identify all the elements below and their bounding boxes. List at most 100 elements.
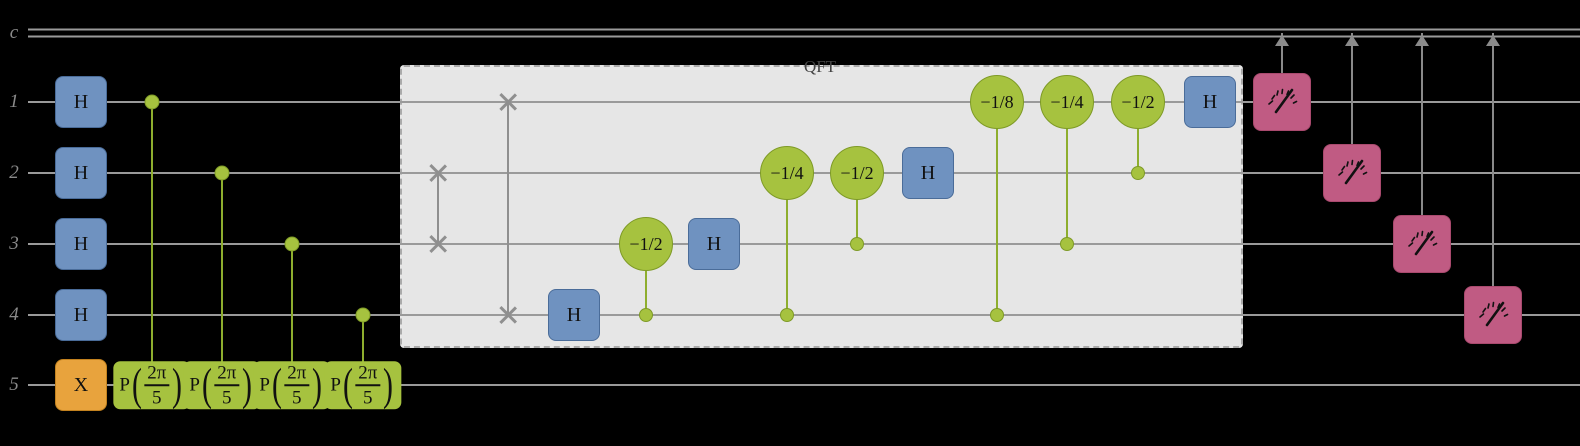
right-paren: ) bbox=[172, 358, 182, 410]
phase-control-dot[interactable] bbox=[284, 236, 300, 252]
measure-arrow-head bbox=[1415, 35, 1429, 46]
phase-control-dot[interactable] bbox=[214, 165, 230, 181]
hadamard-gate[interactable]: H bbox=[55, 218, 107, 270]
phase-control-line bbox=[291, 244, 293, 385]
left-paren: ( bbox=[131, 358, 142, 410]
right-paren: ) bbox=[312, 358, 322, 410]
fraction-bar bbox=[355, 384, 381, 386]
fraction-denominator: 5 bbox=[363, 386, 373, 408]
swap-connector bbox=[507, 102, 509, 315]
phase-gate-name: P bbox=[330, 374, 341, 395]
qft-phase-gate[interactable]: −1/8 bbox=[970, 75, 1024, 129]
qft-phase-gate[interactable]: −1/4 bbox=[1040, 75, 1094, 129]
qubit-wire-q5 bbox=[28, 384, 1580, 386]
phase-control-line bbox=[362, 315, 364, 385]
qft-phase-control-line bbox=[856, 173, 858, 244]
qft-phase-gate[interactable]: −1/4 bbox=[760, 146, 814, 200]
hadamard-gate[interactable]: H bbox=[688, 218, 740, 270]
measure-classical-line bbox=[1351, 33, 1353, 173]
fraction-bar bbox=[284, 384, 310, 386]
fraction-numerator: 2π bbox=[287, 362, 307, 384]
meter-icon bbox=[1338, 159, 1368, 185]
measurement-gate[interactable] bbox=[1393, 215, 1451, 273]
fraction-numerator: 2π bbox=[358, 362, 378, 384]
phase-control-line bbox=[221, 173, 223, 385]
wire-label-q4: 4 bbox=[9, 304, 19, 325]
qft-phase-control-dot[interactable] bbox=[780, 308, 794, 322]
wire-label-q3: 3 bbox=[9, 233, 19, 254]
right-paren: ) bbox=[383, 358, 393, 410]
qft-phase-gate[interactable]: −1/2 bbox=[830, 146, 884, 200]
qft-phase-control-dot[interactable] bbox=[1060, 237, 1074, 251]
fraction-bar bbox=[144, 384, 170, 386]
left-paren: ( bbox=[342, 358, 353, 410]
fraction-bar bbox=[214, 384, 240, 386]
qft-phase-control-dot[interactable] bbox=[639, 308, 653, 322]
left-paren: ( bbox=[271, 358, 282, 410]
classical-wire bbox=[28, 28, 1580, 38]
hadamard-gate[interactable]: H bbox=[55, 289, 107, 341]
measurement-gate[interactable] bbox=[1464, 286, 1522, 344]
wire-label-c: c bbox=[9, 22, 19, 43]
qft-block bbox=[400, 65, 1243, 348]
qft-block-label: QFT bbox=[803, 57, 837, 76]
phase-control-dot[interactable] bbox=[144, 94, 160, 110]
phase-gate-name: P bbox=[259, 374, 270, 395]
qft-phase-gate[interactable]: −1/2 bbox=[1111, 75, 1165, 129]
swap-x-icon bbox=[497, 304, 519, 326]
fraction-denominator: 5 bbox=[222, 386, 232, 408]
meter-icon bbox=[1479, 301, 1509, 327]
swap-x-icon bbox=[427, 162, 449, 184]
wire-label-q5: 5 bbox=[9, 374, 19, 395]
wire-label-q2: 2 bbox=[9, 162, 19, 183]
right-paren: ) bbox=[242, 358, 252, 410]
qubit-wire-q1 bbox=[28, 101, 1580, 103]
qubit-wire-q4 bbox=[28, 314, 1580, 316]
fraction-numerator: 2π bbox=[147, 362, 167, 384]
hadamard-gate[interactable]: H bbox=[1184, 76, 1236, 128]
measurement-gate[interactable] bbox=[1323, 144, 1381, 202]
meter-icon bbox=[1268, 88, 1298, 114]
swap-x-icon bbox=[427, 233, 449, 255]
qft-phase-control-dot[interactable] bbox=[850, 237, 864, 251]
phase-gate-name: P bbox=[119, 374, 130, 395]
left-paren: ( bbox=[201, 358, 212, 410]
hadamard-gate[interactable]: H bbox=[902, 147, 954, 199]
phase-control-line bbox=[151, 102, 153, 385]
measurement-gate[interactable] bbox=[1253, 73, 1311, 131]
hadamard-gate[interactable]: H bbox=[55, 147, 107, 199]
qft-phase-control-line bbox=[996, 102, 998, 315]
measure-classical-line bbox=[1492, 33, 1494, 315]
pauli-x-gate[interactable]: X bbox=[55, 359, 107, 411]
qft-phase-control-line bbox=[786, 173, 788, 315]
qft-phase-control-line bbox=[1066, 102, 1068, 244]
fraction-denominator: 5 bbox=[292, 386, 302, 408]
phase-gate-name: P bbox=[189, 374, 200, 395]
phase-control-dot[interactable] bbox=[355, 307, 371, 323]
swap-connector bbox=[437, 173, 439, 244]
hadamard-gate[interactable]: H bbox=[548, 289, 600, 341]
wire-label-q1: 1 bbox=[9, 91, 19, 112]
qft-phase-control-dot[interactable] bbox=[1131, 166, 1145, 180]
meter-icon bbox=[1408, 230, 1438, 256]
qft-phase-gate[interactable]: −1/2 bbox=[619, 217, 673, 271]
hadamard-gate[interactable]: H bbox=[55, 76, 107, 128]
qft-phase-control-line bbox=[645, 244, 647, 315]
qft-phase-control-line bbox=[1137, 102, 1139, 173]
swap-x-icon bbox=[497, 91, 519, 113]
qubit-wire-q3 bbox=[28, 243, 1580, 245]
measure-classical-line bbox=[1281, 33, 1283, 102]
qft-phase-control-dot[interactable] bbox=[990, 308, 1004, 322]
